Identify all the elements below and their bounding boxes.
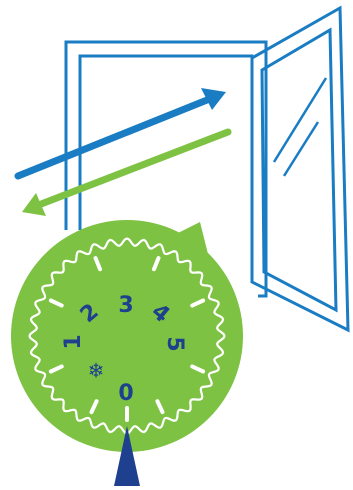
outgoing-arrow-head [201,88,226,110]
thermostat-dial: 3 2 1 4 5 ❄ 0 [11,220,243,452]
dial-tick-mark [190,298,206,308]
window-sash-outer [250,5,350,333]
dial-label-0: 0 [118,381,133,406]
dial-label-5: 5 [162,336,187,351]
dial-tick-marks [48,256,206,422]
triangle-pointer-icon [114,426,140,486]
incoming-arrow-head [22,193,46,216]
dial-tick-mark [190,364,206,374]
dial-tick-mark [89,399,99,415]
window-outer-frame [64,40,268,298]
dial-label-1: 1 [61,334,86,349]
glass-glint-long [272,77,328,163]
dial-tick-mark [155,399,165,415]
dial-tick-mark [151,256,161,272]
dial-knob [11,220,243,452]
incoming-airflow-arrow [22,128,232,216]
dial-tick-mark [93,256,103,272]
dial-tick-mark [48,298,64,308]
outgoing-airflow-arrow [14,88,226,180]
window-sash-inner [260,27,338,313]
open-window [64,5,350,333]
glass-glint-short [282,121,320,177]
snowflake-icon: ❄ [88,359,105,383]
dial-label-3: 3 [118,293,133,318]
dial-scalloped-ring [28,237,226,435]
dial-tick-mark [48,364,64,374]
dial-grip-tab [172,222,210,262]
